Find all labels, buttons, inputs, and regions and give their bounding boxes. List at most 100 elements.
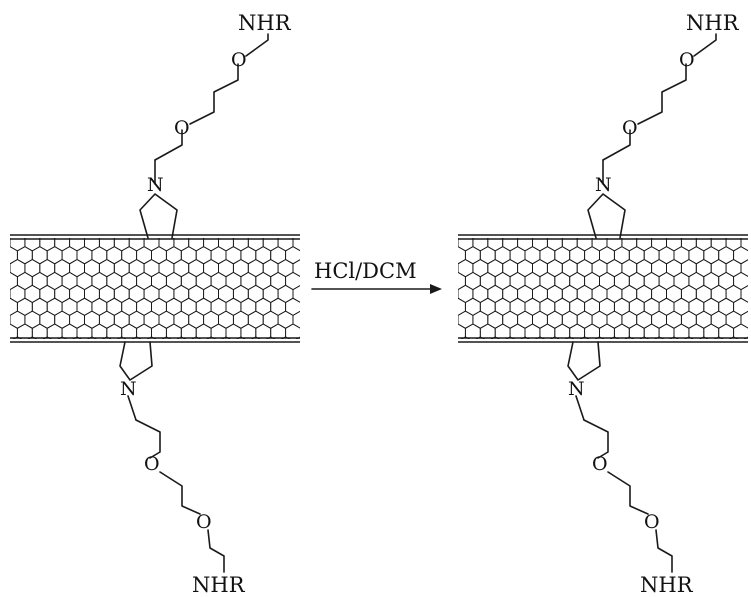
- reactant-top-peg-chain-2: [189, 63, 239, 125]
- product-bottom-peg-chain-1: [583, 419, 609, 459]
- nanotube-hexagon: [0, 272, 3, 289]
- nanotube-hexagon: [436, 247, 451, 264]
- nanotube-hexagon: [475, 336, 485, 339]
- reactant-top-nhr-label: NHR: [238, 11, 292, 35]
- product-top-oxygen-label-2: O: [679, 49, 695, 71]
- nanotube-hexagon: [458, 289, 459, 299]
- product-top-oxygen-label-1: O: [622, 117, 638, 139]
- nanotube-hexagon: [436, 298, 451, 315]
- product-bottom-chain: N O O NHR: [567, 341, 694, 597]
- nanotube-hexagon: [176, 336, 186, 339]
- nanotube-hexagon: [740, 259, 748, 277]
- nanotube-hexagon: [206, 336, 216, 339]
- reactant-bottom-oxygen-label-2: O: [196, 511, 212, 533]
- product-top-pyrrolidine-ring: [587, 193, 626, 239]
- nanotube-hexagon: [301, 221, 316, 238]
- reactant-bottom-chain: N O O NHR: [119, 341, 246, 597]
- nanotube-hexagon: [57, 336, 67, 339]
- nanotube-hexagon: [436, 221, 451, 238]
- product-bottom-peg-chain-3: [655, 529, 673, 573]
- nanotube-hexagon-lattice: [0, 221, 316, 354]
- nanotube-hexagon: [729, 336, 739, 339]
- nanotube-hexagon: [132, 336, 142, 339]
- product-bottom-nitrogen-label: N: [568, 378, 585, 400]
- nanotube-hexagon: [458, 314, 459, 325]
- nanotube-hexagon: [117, 336, 127, 339]
- reactant-bottom-nhr-label: NHR: [192, 573, 246, 597]
- nanotube-hexagon: [740, 285, 748, 303]
- reaction-arrow-head: [430, 284, 442, 294]
- nanotube-hexagon: [281, 336, 291, 339]
- nanotube-hexagon: [669, 336, 679, 339]
- product-nanotube: [436, 221, 748, 354]
- product-top-nhr-label: NHR: [686, 11, 740, 35]
- reactant-top-oxygen-label-1: O: [174, 117, 190, 139]
- product-bottom-pyrrolidine-ring: [567, 341, 601, 381]
- nanotube-hexagon: [292, 259, 300, 277]
- nanotube-hexagon: [535, 336, 545, 339]
- nanotube-hexagon: [714, 336, 724, 339]
- nanotube-hexagon: [102, 336, 112, 339]
- reactant-top-nitrogen-label: N: [147, 174, 164, 196]
- nanotube-hexagon: [285, 323, 300, 339]
- product-bottom-oxygen-label-2: O: [644, 511, 660, 533]
- nanotube-hexagon: [0, 337, 10, 354]
- reactant-bottom-peg-chain-3: [207, 529, 225, 573]
- product-bottom-peg-chain-2: [607, 471, 649, 515]
- nanotube-hexagon: [743, 336, 748, 339]
- reagent-label: HCl/DCM: [314, 259, 417, 283]
- nanotube-hexagon: [266, 336, 276, 339]
- nanotube-hexagon: [505, 336, 515, 339]
- product-bottom-nhr-label: NHR: [640, 573, 694, 597]
- nanotube-hexagon: [292, 310, 300, 329]
- nanotube-hexagon: [460, 336, 470, 339]
- nanotube-hexagon: [236, 336, 246, 339]
- nanotube-hexagon: [0, 221, 3, 238]
- reactant-top-peg-chain-1: [154, 129, 183, 161]
- reactant-bottom-peg-chain-2: [159, 471, 201, 515]
- reaction-arrow-group: HCl/DCM: [311, 259, 442, 294]
- nanotube-hexagon: [740, 238, 748, 252]
- nanotube-hexagon-lattice: [436, 221, 748, 354]
- product-top-nitrogen-label: N: [595, 174, 612, 196]
- nanotube-hexagon: [624, 336, 634, 339]
- nanotube-hexagon: [520, 336, 530, 339]
- nanotube-hexagon: [639, 336, 649, 339]
- nanotube-hexagon: [301, 324, 316, 341]
- reactant-bottom-nitrogen-label: N: [120, 378, 137, 400]
- reactant-bottom-oxygen-label-1: O: [144, 453, 160, 475]
- reactant-top-pyrrolidine-ring: [139, 193, 178, 239]
- nanotube-hexagon: [27, 336, 37, 339]
- nanotube-hexagon: [221, 336, 231, 339]
- nanotube-hexagon: [10, 314, 11, 325]
- nanotube-hexagon: [699, 336, 709, 339]
- nanotube-hexagon: [580, 336, 590, 339]
- nanotube-hexagon: [301, 298, 316, 315]
- nanotube-hexagon: [436, 324, 451, 341]
- nanotube-hexagon: [490, 336, 500, 339]
- nanotube-hexagon: [458, 238, 459, 248]
- nanotube-hexagon: [42, 336, 52, 339]
- nanotube-hexagon: [684, 336, 694, 339]
- nanotube-hexagon: [87, 336, 97, 339]
- product-molecule: N O O NHR N O O NHR: [436, 11, 748, 597]
- nanotube-hexagon: [436, 272, 451, 289]
- nanotube-hexagon: [10, 263, 11, 273]
- nanotube-hexagon: [550, 336, 560, 339]
- nanotube-hexagon: [295, 336, 300, 339]
- nanotube-hexagon: [191, 336, 201, 339]
- nanotube-hexagon: [443, 337, 458, 354]
- nanotube-hexagon: [654, 336, 664, 339]
- reactant-top-chain: N O O NHR: [139, 11, 292, 239]
- product-top-peg-chain-2: [637, 63, 687, 125]
- nanotube-hexagon: [0, 247, 3, 264]
- nanotube-hexagon: [0, 324, 3, 341]
- reactant-top-peg-chain-3: [245, 33, 269, 57]
- product-top-peg-chain-3: [693, 33, 717, 57]
- nanotube-hexagon: [740, 310, 748, 329]
- reactant-nanotube: [0, 221, 316, 354]
- nanotube-hexagon: [565, 336, 575, 339]
- nanotube-hexagon: [161, 336, 171, 339]
- nanotube-hexagon: [251, 336, 261, 339]
